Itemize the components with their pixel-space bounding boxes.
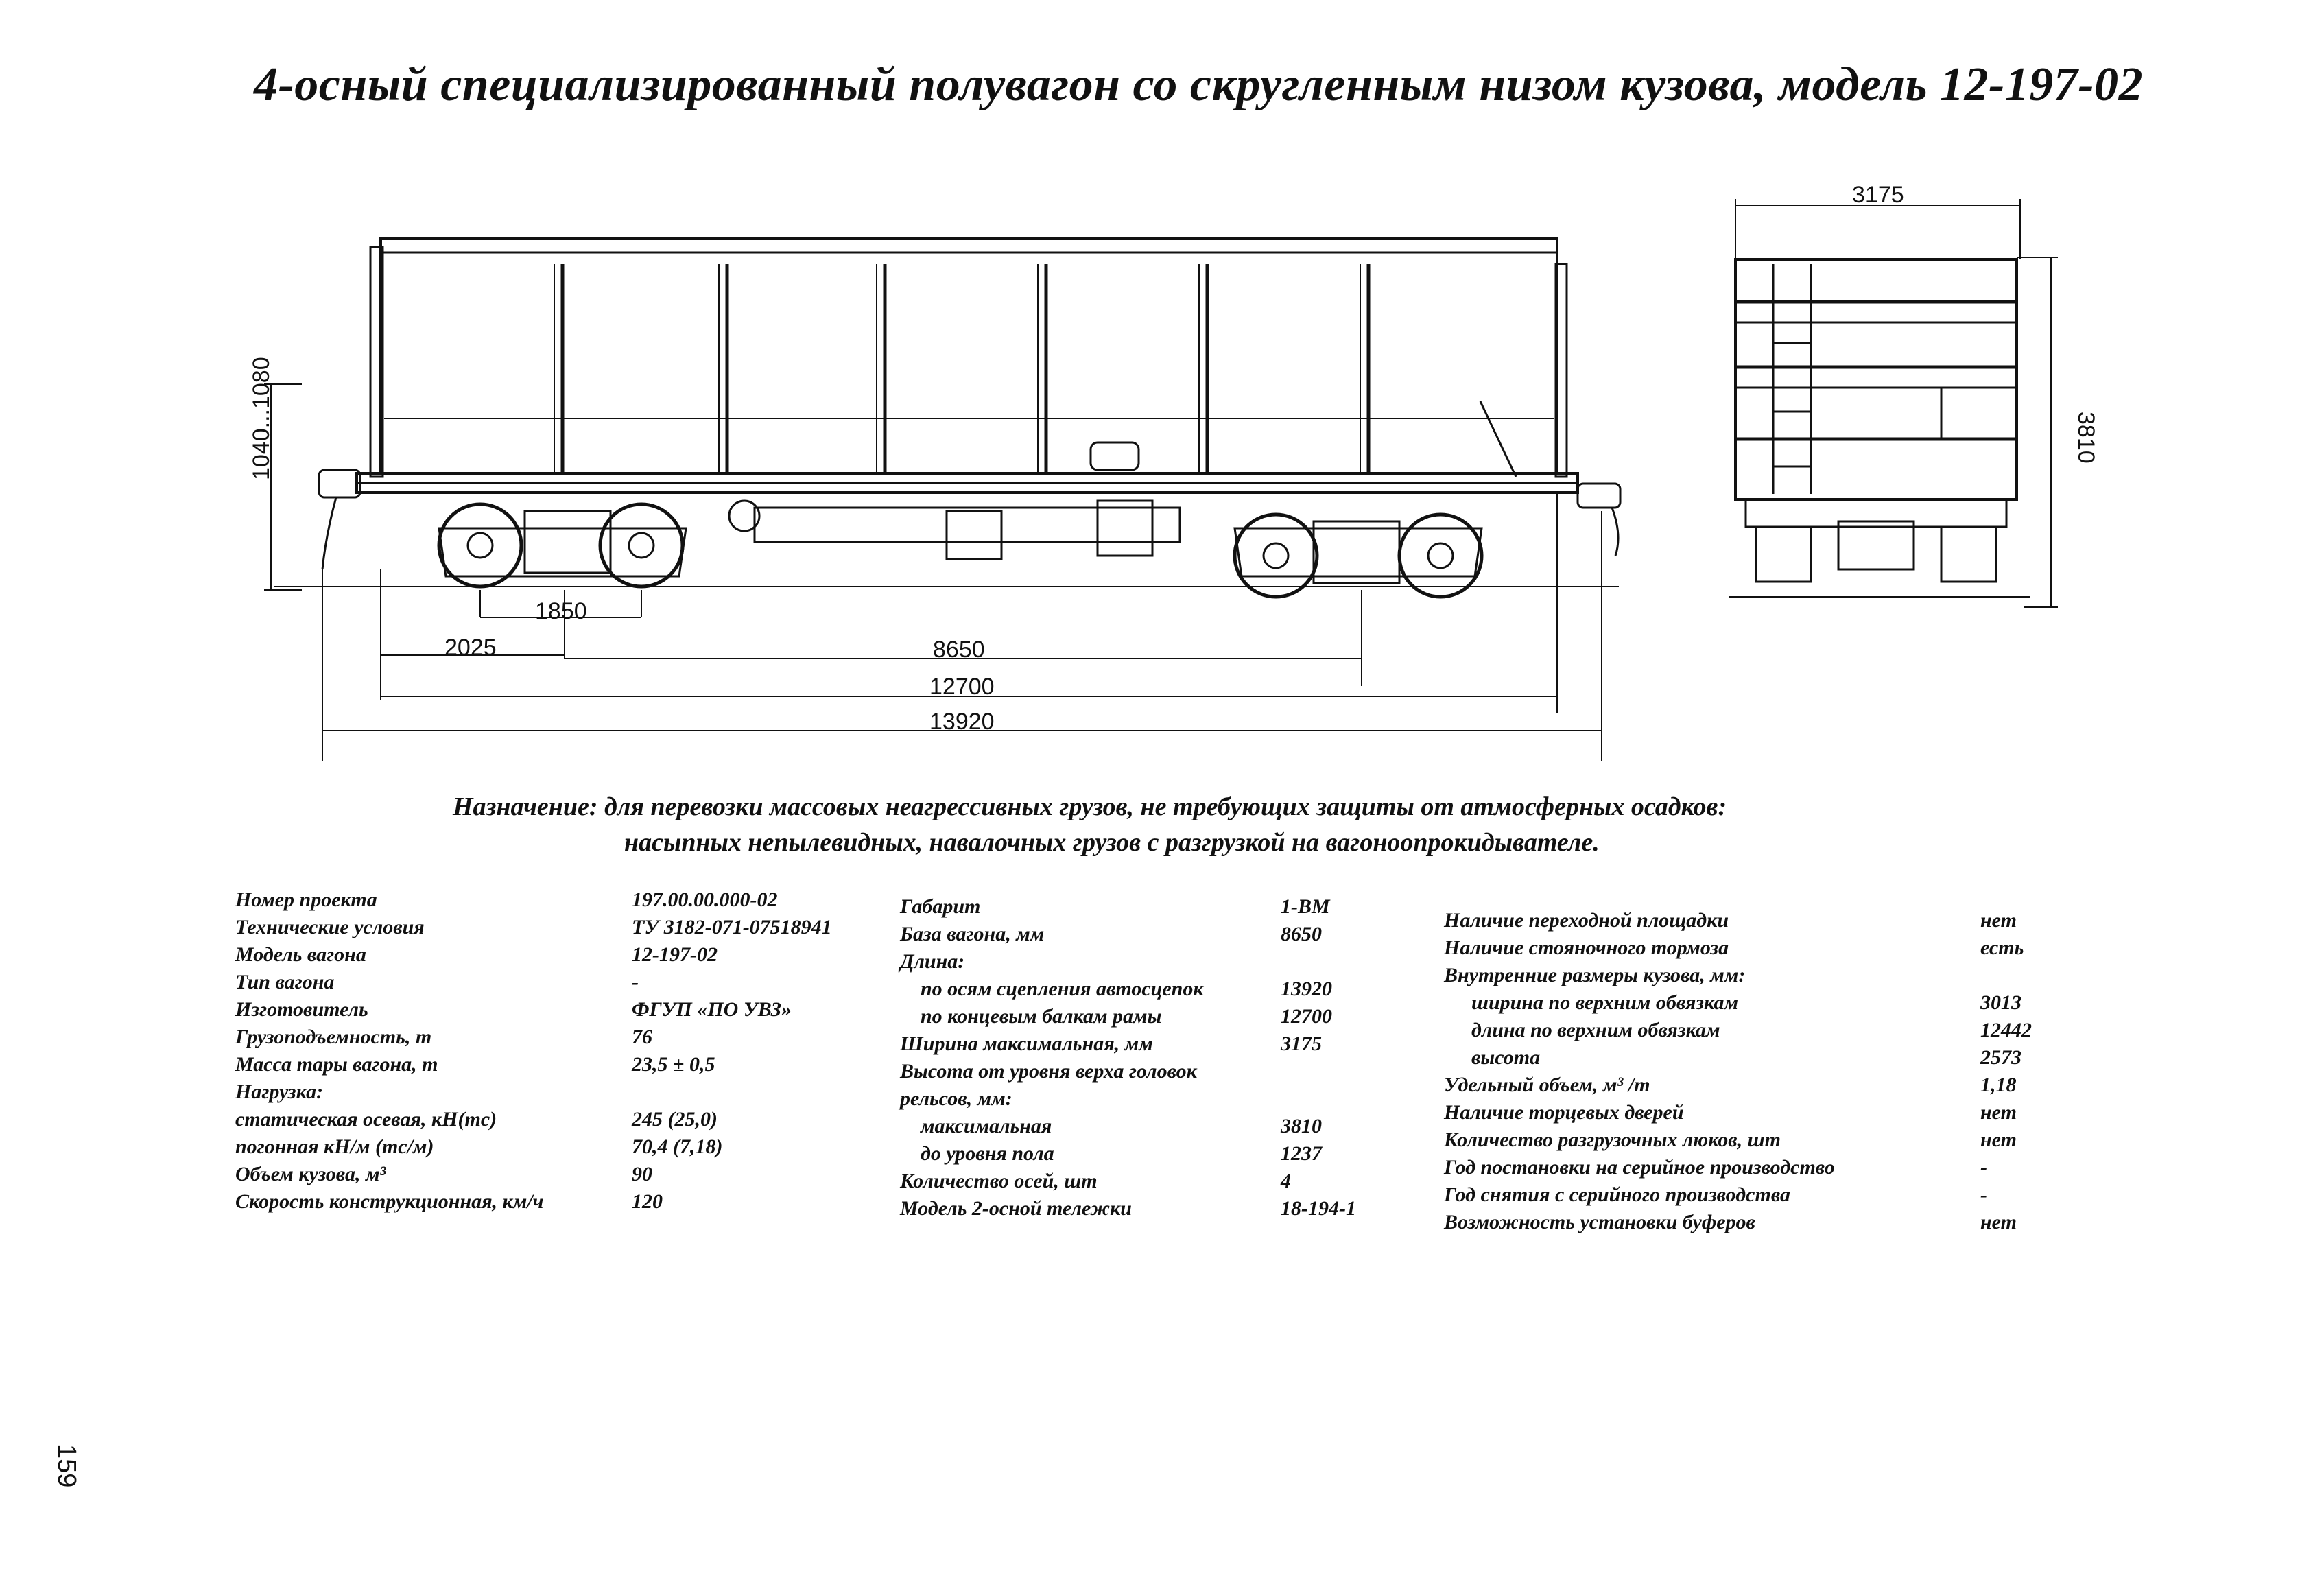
purpose-line-2: насыпных непылевидных, навалочных грузов…	[624, 828, 1600, 857]
purpose-line-1: Назначение: для перевозки массовых неагр…	[453, 792, 1727, 821]
side-view	[274, 237, 1622, 599]
dim-frame-length: 12700	[929, 674, 995, 700]
dim-coupler-length: 13920	[929, 709, 995, 735]
page-number: 159	[52, 1444, 81, 1488]
bogie-left	[437, 502, 687, 589]
dim-bogie-base: 1850	[535, 598, 587, 624]
dim-overhang: 2025	[444, 635, 497, 661]
page-title: 4-осный специализированный полувагон со …	[254, 58, 2144, 111]
purpose-text: Назначение: для перевозки массовых неагр…	[453, 789, 1893, 860]
bogie-right	[1233, 512, 1484, 599]
dim-width: 3175	[1852, 182, 1904, 208]
dim-height-range: 1040...1080	[248, 357, 274, 480]
end-view	[1729, 258, 2030, 598]
wagon-drawing: 1040...1080 1850 2025 8650 12700 13920 3…	[248, 182, 2099, 761]
dim-height: 3810	[2073, 412, 2099, 464]
dim-wagon-base: 8650	[933, 637, 985, 663]
end-dimensions	[1735, 199, 2058, 608]
side-dimensions	[264, 383, 1602, 761]
